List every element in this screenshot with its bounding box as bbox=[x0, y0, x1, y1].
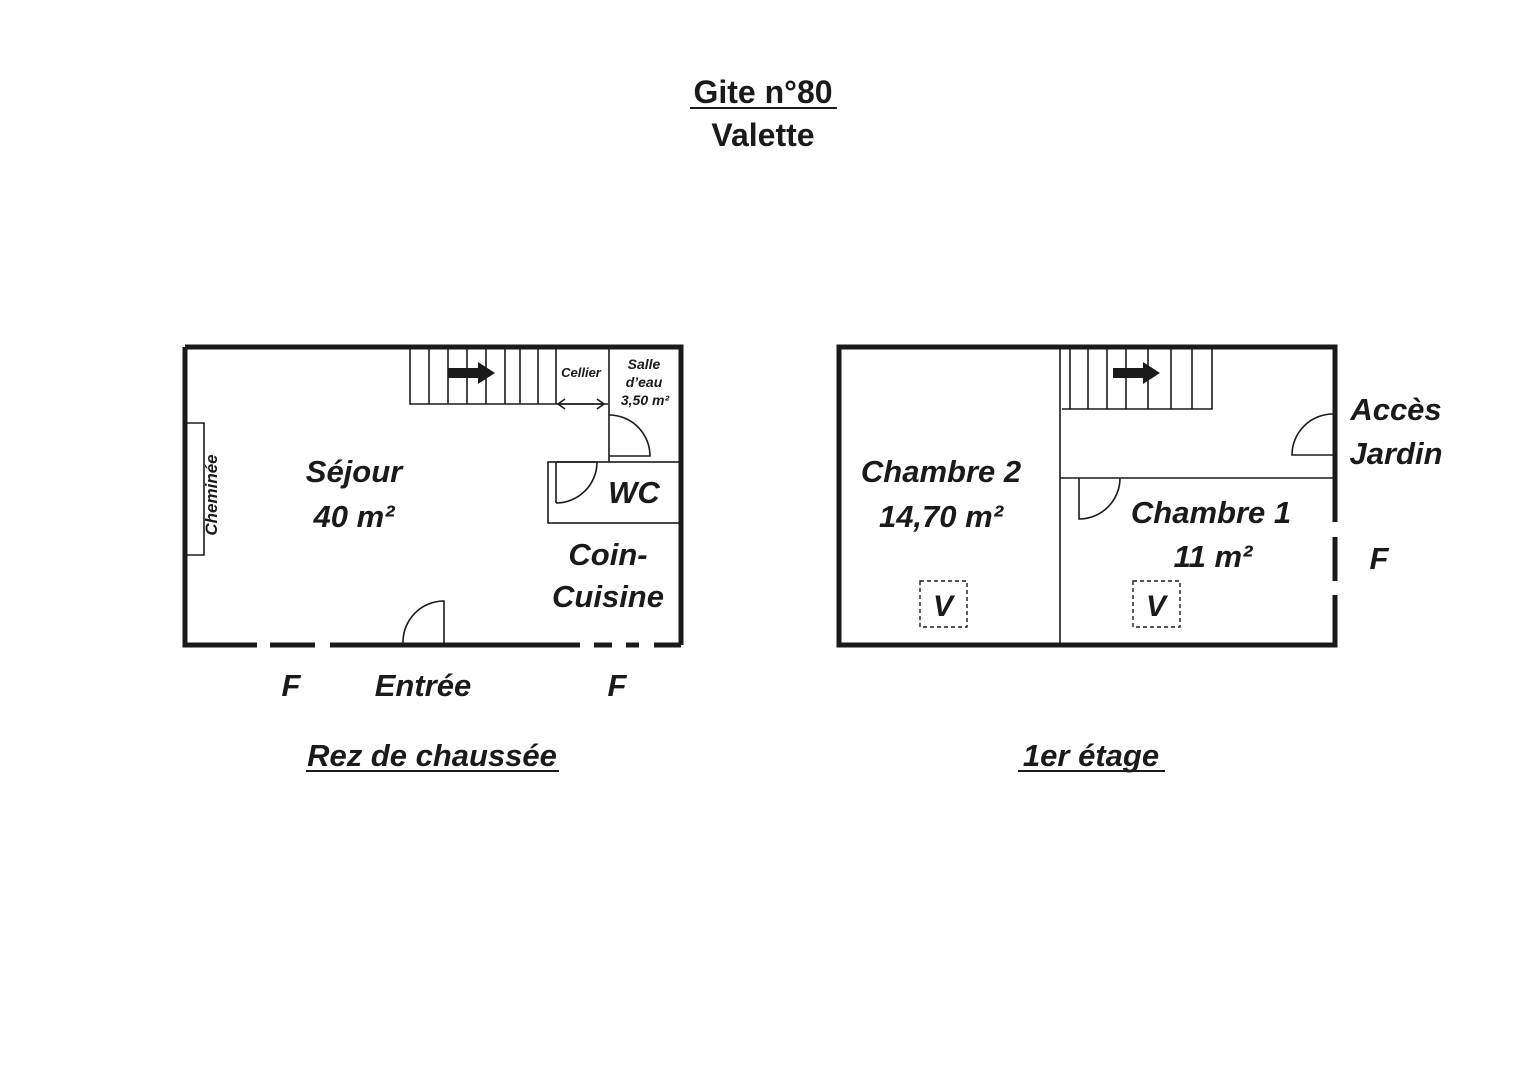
window-label-left: F bbox=[282, 668, 302, 703]
first-floor-caption: 1er étage bbox=[1023, 738, 1159, 773]
kitchen-label-line2: Cuisine bbox=[552, 579, 664, 614]
salle-deau-label-line2: d’eau bbox=[626, 374, 663, 390]
chimney-outline bbox=[187, 422, 205, 556]
garden-access-label-line1: Accès bbox=[1349, 392, 1441, 427]
entrance-label: Entrée bbox=[375, 668, 471, 703]
chambre2-label: Chambre 2 bbox=[861, 454, 1021, 489]
chambre1-door-icon bbox=[1078, 477, 1121, 520]
page-title: Gite n°80 bbox=[693, 74, 832, 110]
sejour-area: 40 m² bbox=[313, 499, 396, 534]
salle-deau-label-line1: Salle bbox=[628, 356, 661, 372]
closet-left-outline bbox=[919, 580, 968, 628]
chambre2-area: 14,70 m² bbox=[879, 499, 1004, 534]
ground-floor-caption: Rez de chaussée bbox=[307, 738, 557, 773]
stair-direction-arrow-icon bbox=[1113, 362, 1160, 384]
entrance-door-icon bbox=[402, 600, 445, 645]
closet-right-outline bbox=[1132, 580, 1181, 628]
kitchen-label-line1: Coin- bbox=[568, 537, 647, 572]
garden-door-icon bbox=[1291, 413, 1334, 456]
cellier-label: Cellier bbox=[561, 365, 602, 380]
salle-deau-door-icon bbox=[608, 414, 651, 457]
sejour-label: Séjour bbox=[306, 454, 404, 489]
ground-floor-wall-left bbox=[182, 347, 257, 648]
stair-direction-arrow-icon bbox=[448, 362, 495, 384]
chambre1-label: Chambre 1 bbox=[1131, 495, 1291, 530]
ground-floor-wall-top-right bbox=[185, 344, 684, 645]
wc-label: WC bbox=[608, 475, 660, 510]
garden-access-label-line2: Jardin bbox=[1349, 436, 1442, 471]
cellier-width-arrow-icon bbox=[556, 398, 606, 410]
window-label-right: F bbox=[608, 668, 628, 703]
page-subtitle: Valette bbox=[711, 117, 814, 153]
first-floor-window-label: F bbox=[1370, 541, 1390, 576]
wc-door-icon bbox=[555, 461, 598, 504]
chambre1-area: 11 m² bbox=[1174, 539, 1253, 574]
wc-room-outline bbox=[547, 461, 682, 524]
ground-floor-staircase bbox=[409, 347, 608, 405]
first-floor-walls bbox=[836, 344, 1338, 648]
chimney-label: Cheminée bbox=[202, 454, 221, 535]
salle-deau-area: 3,50 m² bbox=[621, 392, 670, 408]
first-floor-staircase bbox=[1062, 347, 1213, 410]
closet-left-label: V bbox=[933, 590, 956, 623]
closet-right-label: V bbox=[1146, 590, 1169, 623]
first-floor-plan: Chambre 2 14,70 m² Chambre 1 11 m² V V A… bbox=[836, 344, 1443, 773]
ground-floor-plan: Séjour 40 m² Cheminée Cellier Salle d’ea… bbox=[182, 344, 684, 773]
